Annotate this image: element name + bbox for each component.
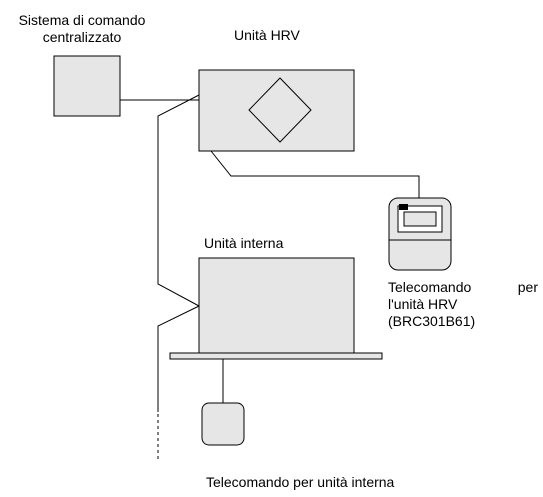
hrv-remote-label-word1: Telecomando	[388, 279, 472, 295]
hrv-remote-label: Telecomando per l'unità HRV (BRC301B61)	[388, 279, 538, 330]
hrv-remote-indicator	[399, 204, 408, 210]
wire-bus-main	[157, 94, 200, 307]
indoor-unit-box	[198, 257, 355, 355]
indoor-remote-label: Telecomando per unità interna	[206, 474, 395, 490]
indoor-remote-controller	[201, 402, 245, 446]
hrv-remote-label-line2: l'unità HRV	[388, 296, 458, 312]
central-control-label-line2: centralizzato	[42, 29, 122, 45]
indoor-unit-label: Unità interna	[204, 235, 284, 251]
hrv-unit-label: Unità HRV	[234, 27, 300, 43]
hrv-exchanger-diamond	[248, 77, 312, 143]
hrv-remote-controller	[388, 197, 452, 271]
central-control-label: Sistema di comando centralizzato	[2, 12, 162, 46]
wire-hrv-to-remote	[210, 150, 420, 198]
hrv-remote-label-line3: (BRC301B61)	[388, 313, 476, 329]
central-control-label-line1: Sistema di comando	[18, 12, 146, 28]
hrv-remote-screen-inner	[403, 211, 437, 227]
hrv-remote-label-word2: per	[517, 279, 538, 295]
central-control-box	[53, 55, 121, 117]
wire-bus-lower	[157, 305, 200, 412]
indoor-unit-panel	[169, 352, 383, 360]
